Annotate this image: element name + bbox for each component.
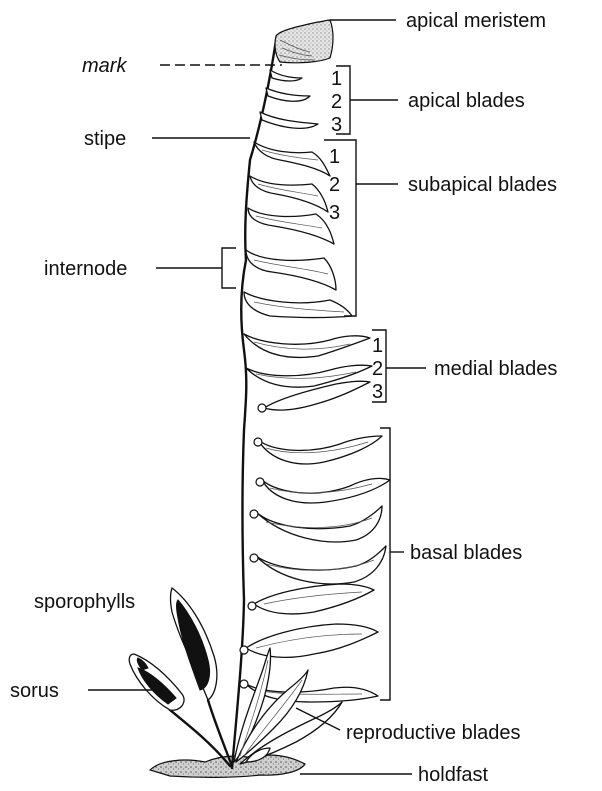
apical-number-2: 2 [331,91,342,113]
subapical-number-2: 2 [329,174,340,196]
subapical-number-3: 3 [329,202,340,224]
medial-blades-label: medial blades [434,358,557,380]
mark-label: mark [82,55,127,77]
basal-blades-bracket [380,428,390,700]
subapical-number-1: 1 [329,146,340,168]
apical-blades-label: apical blades [408,90,525,112]
reproductive-blades-label: reproductive blades [346,722,521,744]
internode-label: internode [44,258,127,280]
subapical-blade-shapes [244,142,352,318]
medial-number-1: 1 [372,335,383,357]
stipe-label: stipe [84,128,126,150]
basal-blade-shapes [240,436,390,702]
reproductive-blade-shapes [234,648,342,764]
medial-blade-shapes [244,334,372,412]
sporophyll-shapes [129,588,232,766]
medial-number-2: 2 [372,358,383,380]
holdfast-label: holdfast [418,764,488,786]
sorus-label: sorus [10,680,59,702]
apical-number-1: 1 [331,68,342,90]
basal-blades-label: basal blades [410,542,522,564]
apical-meristem-label: apical meristem [406,10,546,32]
sporophylls-label: sporophylls [34,591,135,613]
apical-number-3: 3 [331,114,342,136]
subapical-blades-label: subapical blades [408,174,557,196]
holdfast-shape [150,755,305,777]
medial-number-3: 3 [372,381,383,403]
internode-bracket [222,248,236,288]
